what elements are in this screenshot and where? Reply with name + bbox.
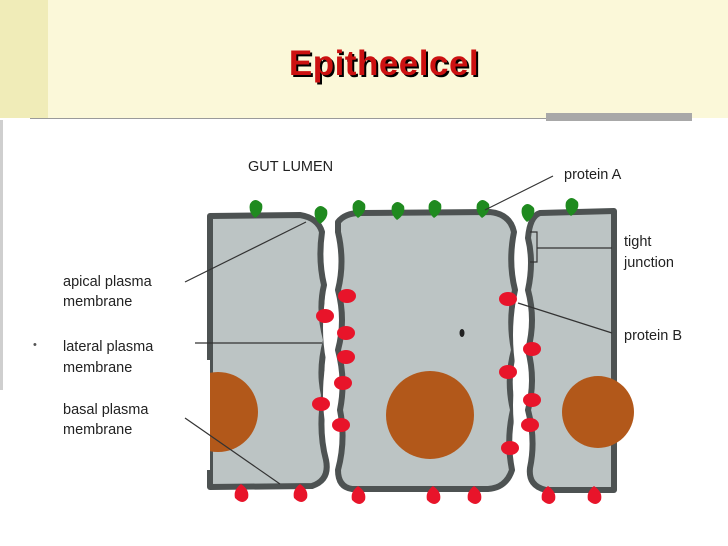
cell-right: [525, 208, 617, 493]
tight-junction-label-line2: junction: [623, 255, 674, 271]
protein-b-label: protein B: [624, 328, 682, 344]
leader-protein-a: [484, 175, 554, 211]
protein-b-marker: [521, 418, 539, 432]
protein-b-marker: [334, 376, 352, 390]
apical-membrane-label-line2: membrane: [63, 294, 132, 310]
apical-membrane-label-line1: apical plasma: [63, 274, 153, 290]
protein-b-marker: [499, 365, 517, 379]
bullet-dot: •: [33, 339, 37, 351]
tight-junction-label-line1: tight: [624, 234, 651, 250]
protein-b-marker: [523, 393, 541, 407]
protein-b-marker: [338, 289, 356, 303]
leader-apical: [184, 221, 307, 283]
nucleus-left-mask: [170, 360, 210, 470]
protein-a-marker: [352, 200, 366, 218]
protein-b-marker: [234, 484, 249, 502]
protein-a-marker: [249, 200, 263, 218]
protein-b-marker: [316, 309, 334, 323]
protein-b-marker: [332, 418, 350, 432]
protein-a-markers: [249, 198, 579, 224]
protein-b-marker: [541, 486, 556, 504]
protein-a-marker: [391, 202, 405, 220]
protein-b-marker: [523, 342, 541, 356]
protein-b-marker: [351, 486, 366, 504]
protein-a-marker: [428, 200, 442, 218]
lateral-membrane-label-line2: membrane: [63, 360, 132, 376]
protein-a-marker: [314, 206, 328, 224]
tight-junction-bracket: [530, 231, 538, 263]
protein-a-label: protein A: [564, 167, 622, 183]
nucleus-right: [562, 376, 634, 448]
protein-b-marker: [337, 326, 355, 340]
protein-b-marker: [426, 486, 441, 504]
protein-b-marker: [467, 486, 482, 504]
title-band: [0, 0, 728, 118]
protein-b-markers: [234, 289, 602, 504]
protein-a-marker: [521, 204, 535, 222]
slide-title: Epitheelcel: [288, 44, 480, 83]
protein-a-marker: [565, 198, 579, 216]
protein-b-marker: [499, 292, 517, 306]
protein-a-marker: [476, 200, 490, 218]
lateral-space-left: [323, 292, 335, 430]
nucleus-middle: [386, 371, 474, 459]
nuclei: [170, 329, 634, 470]
leader-protein-b: [517, 302, 613, 334]
title-divider-block: [546, 113, 692, 121]
protein-b-marker: [587, 486, 602, 504]
title-band-accent: [0, 0, 48, 118]
left-margin-strip: [0, 120, 3, 390]
protein-b-marker: [337, 350, 355, 364]
lateral-membrane-label-line1: lateral plasma: [63, 339, 154, 355]
leader-basal: [184, 417, 281, 485]
protein-b-marker: [312, 397, 330, 411]
protein-b-marker: [501, 441, 519, 455]
basal-membrane-label-line1: basal plasma: [63, 402, 149, 418]
gut-lumen-label: GUT LUMEN: [248, 159, 333, 175]
lateral-space-right: [513, 300, 525, 440]
protein-b-marker: [293, 484, 308, 502]
title-divider: [30, 118, 548, 119]
leader-lines: [184, 175, 613, 485]
cytoplasm-speck: [459, 329, 465, 337]
basal-membrane-label-line2: membrane: [63, 422, 132, 438]
